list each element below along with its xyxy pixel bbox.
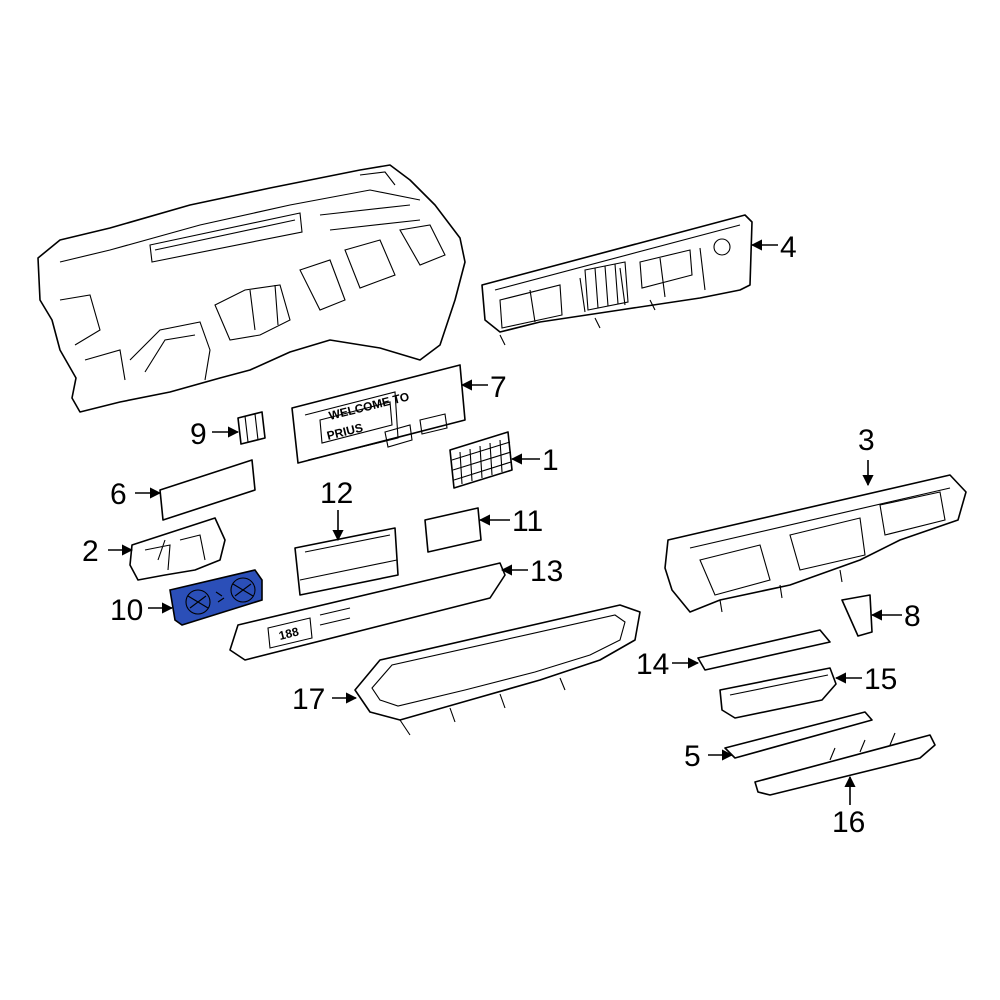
callout-15: 15 [864,663,897,696]
part-16-bracket [754,732,936,796]
part-14-strip [697,629,831,671]
callout-12: 12 [320,477,353,510]
callout-17: 17 [292,683,325,716]
part-17-hood [354,604,641,736]
callout-14: 14 [636,648,669,681]
part-10-control-panel [169,569,263,626]
part-13-display: 188 [277,624,300,643]
part-7-board: WELCOME TO PRIUS [291,364,466,464]
callout-4: 4 [780,231,797,264]
part-9-clip [237,411,266,445]
callout-2: 2 [82,535,99,568]
callout-13: 13 [530,555,563,588]
callout-10: 10 [110,594,143,627]
part-13-faceplate: 188 [229,562,506,661]
leader-lines [108,239,902,805]
part-3-housing [664,474,967,613]
callout-6: 6 [110,478,127,511]
part-8-bracket [841,594,873,637]
part-5-strip [724,711,873,759]
instrument-panel-frame [37,164,466,413]
part-4-housing [481,214,753,346]
part-6-panel [159,459,256,521]
callout-16: 16 [832,806,865,839]
callout-1: 1 [542,444,559,477]
part-12-bracket [294,527,399,596]
part-11-panel [424,507,482,553]
callout-9: 9 [190,418,207,451]
part-15-cover [719,667,837,719]
callout-11: 11 [512,505,543,538]
callout-labels: 1 2 3 4 5 6 7 8 9 10 11 12 13 14 15 16 1… [82,231,921,839]
part-2-bracket [129,517,226,581]
callout-7: 7 [490,371,507,404]
callout-3: 3 [858,424,875,457]
callout-8: 8 [904,600,921,633]
part-1-bracket [449,431,513,489]
part-10-highlight [169,569,263,626]
callout-5: 5 [684,740,701,773]
